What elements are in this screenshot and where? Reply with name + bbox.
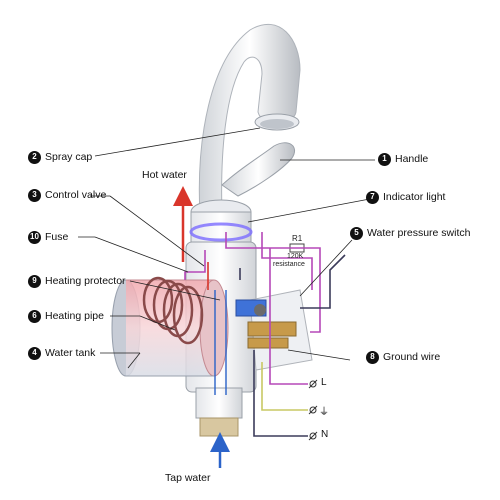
number-badge: 6: [28, 309, 41, 323]
label-text: Water tank: [45, 347, 96, 359]
terminal-ground-label: ⏚: [319, 407, 329, 418]
label-ground-wire: 8 Ground wire: [366, 350, 440, 364]
label-handle: 1 Handle: [378, 152, 428, 166]
number-badge: 3: [28, 188, 41, 202]
label-indicator-light: 7 Indicator light: [366, 190, 445, 204]
label-spray-cap: 2 Spray cap: [28, 150, 92, 164]
label-text: Heating protector: [45, 275, 126, 287]
number-badge: 5: [350, 226, 363, 240]
label-text: Control valve: [45, 189, 107, 201]
handle-lever: [221, 142, 296, 197]
number-badge: 9: [28, 274, 41, 288]
number-badge: 4: [28, 346, 41, 360]
resistor-desc: resistance: [273, 261, 305, 268]
label-heating-pipe: 6 Heating pipe: [28, 309, 104, 323]
label-water-pressure-switch: 5 Water pressure switch: [350, 226, 470, 240]
label-text: Water pressure switch: [367, 227, 471, 239]
label-text: Spray cap: [45, 151, 93, 163]
terminal-neutral-label: N: [321, 429, 329, 440]
terminal-live-label: L: [321, 377, 327, 388]
indicator-ring: [189, 222, 253, 242]
number-badge: 7: [366, 190, 379, 204]
resistor-name: R1: [292, 234, 303, 243]
number-badge: 10: [28, 230, 41, 244]
label-text: Heating pipe: [45, 310, 104, 322]
label-fuse: 10 Fuse: [28, 230, 68, 244]
number-badge: 8: [366, 350, 379, 364]
label-heating-protector: 9 Heating protector: [28, 274, 126, 288]
label-text: Fuse: [45, 231, 69, 243]
leader-lines: [78, 127, 376, 369]
label-water-tank: 4 Water tank: [28, 346, 95, 360]
label-text: Indicator light: [383, 191, 446, 203]
ground-wire-line: [261, 362, 308, 411]
wiring-gray: [239, 254, 346, 437]
label-text: Ground wire: [383, 351, 441, 363]
resistor-value: 120K: [287, 253, 304, 260]
number-badge: 1: [378, 152, 391, 166]
label-control-valve: 3 Control valve: [28, 188, 106, 202]
number-badge: 2: [28, 150, 41, 164]
label-text: Handle: [395, 153, 429, 165]
hot-water-label: Hot water: [142, 169, 187, 181]
wiring-purple: [184, 232, 321, 385]
tap-water-label: Tap water: [165, 472, 211, 484]
heating-pipe-coil: [142, 276, 204, 345]
